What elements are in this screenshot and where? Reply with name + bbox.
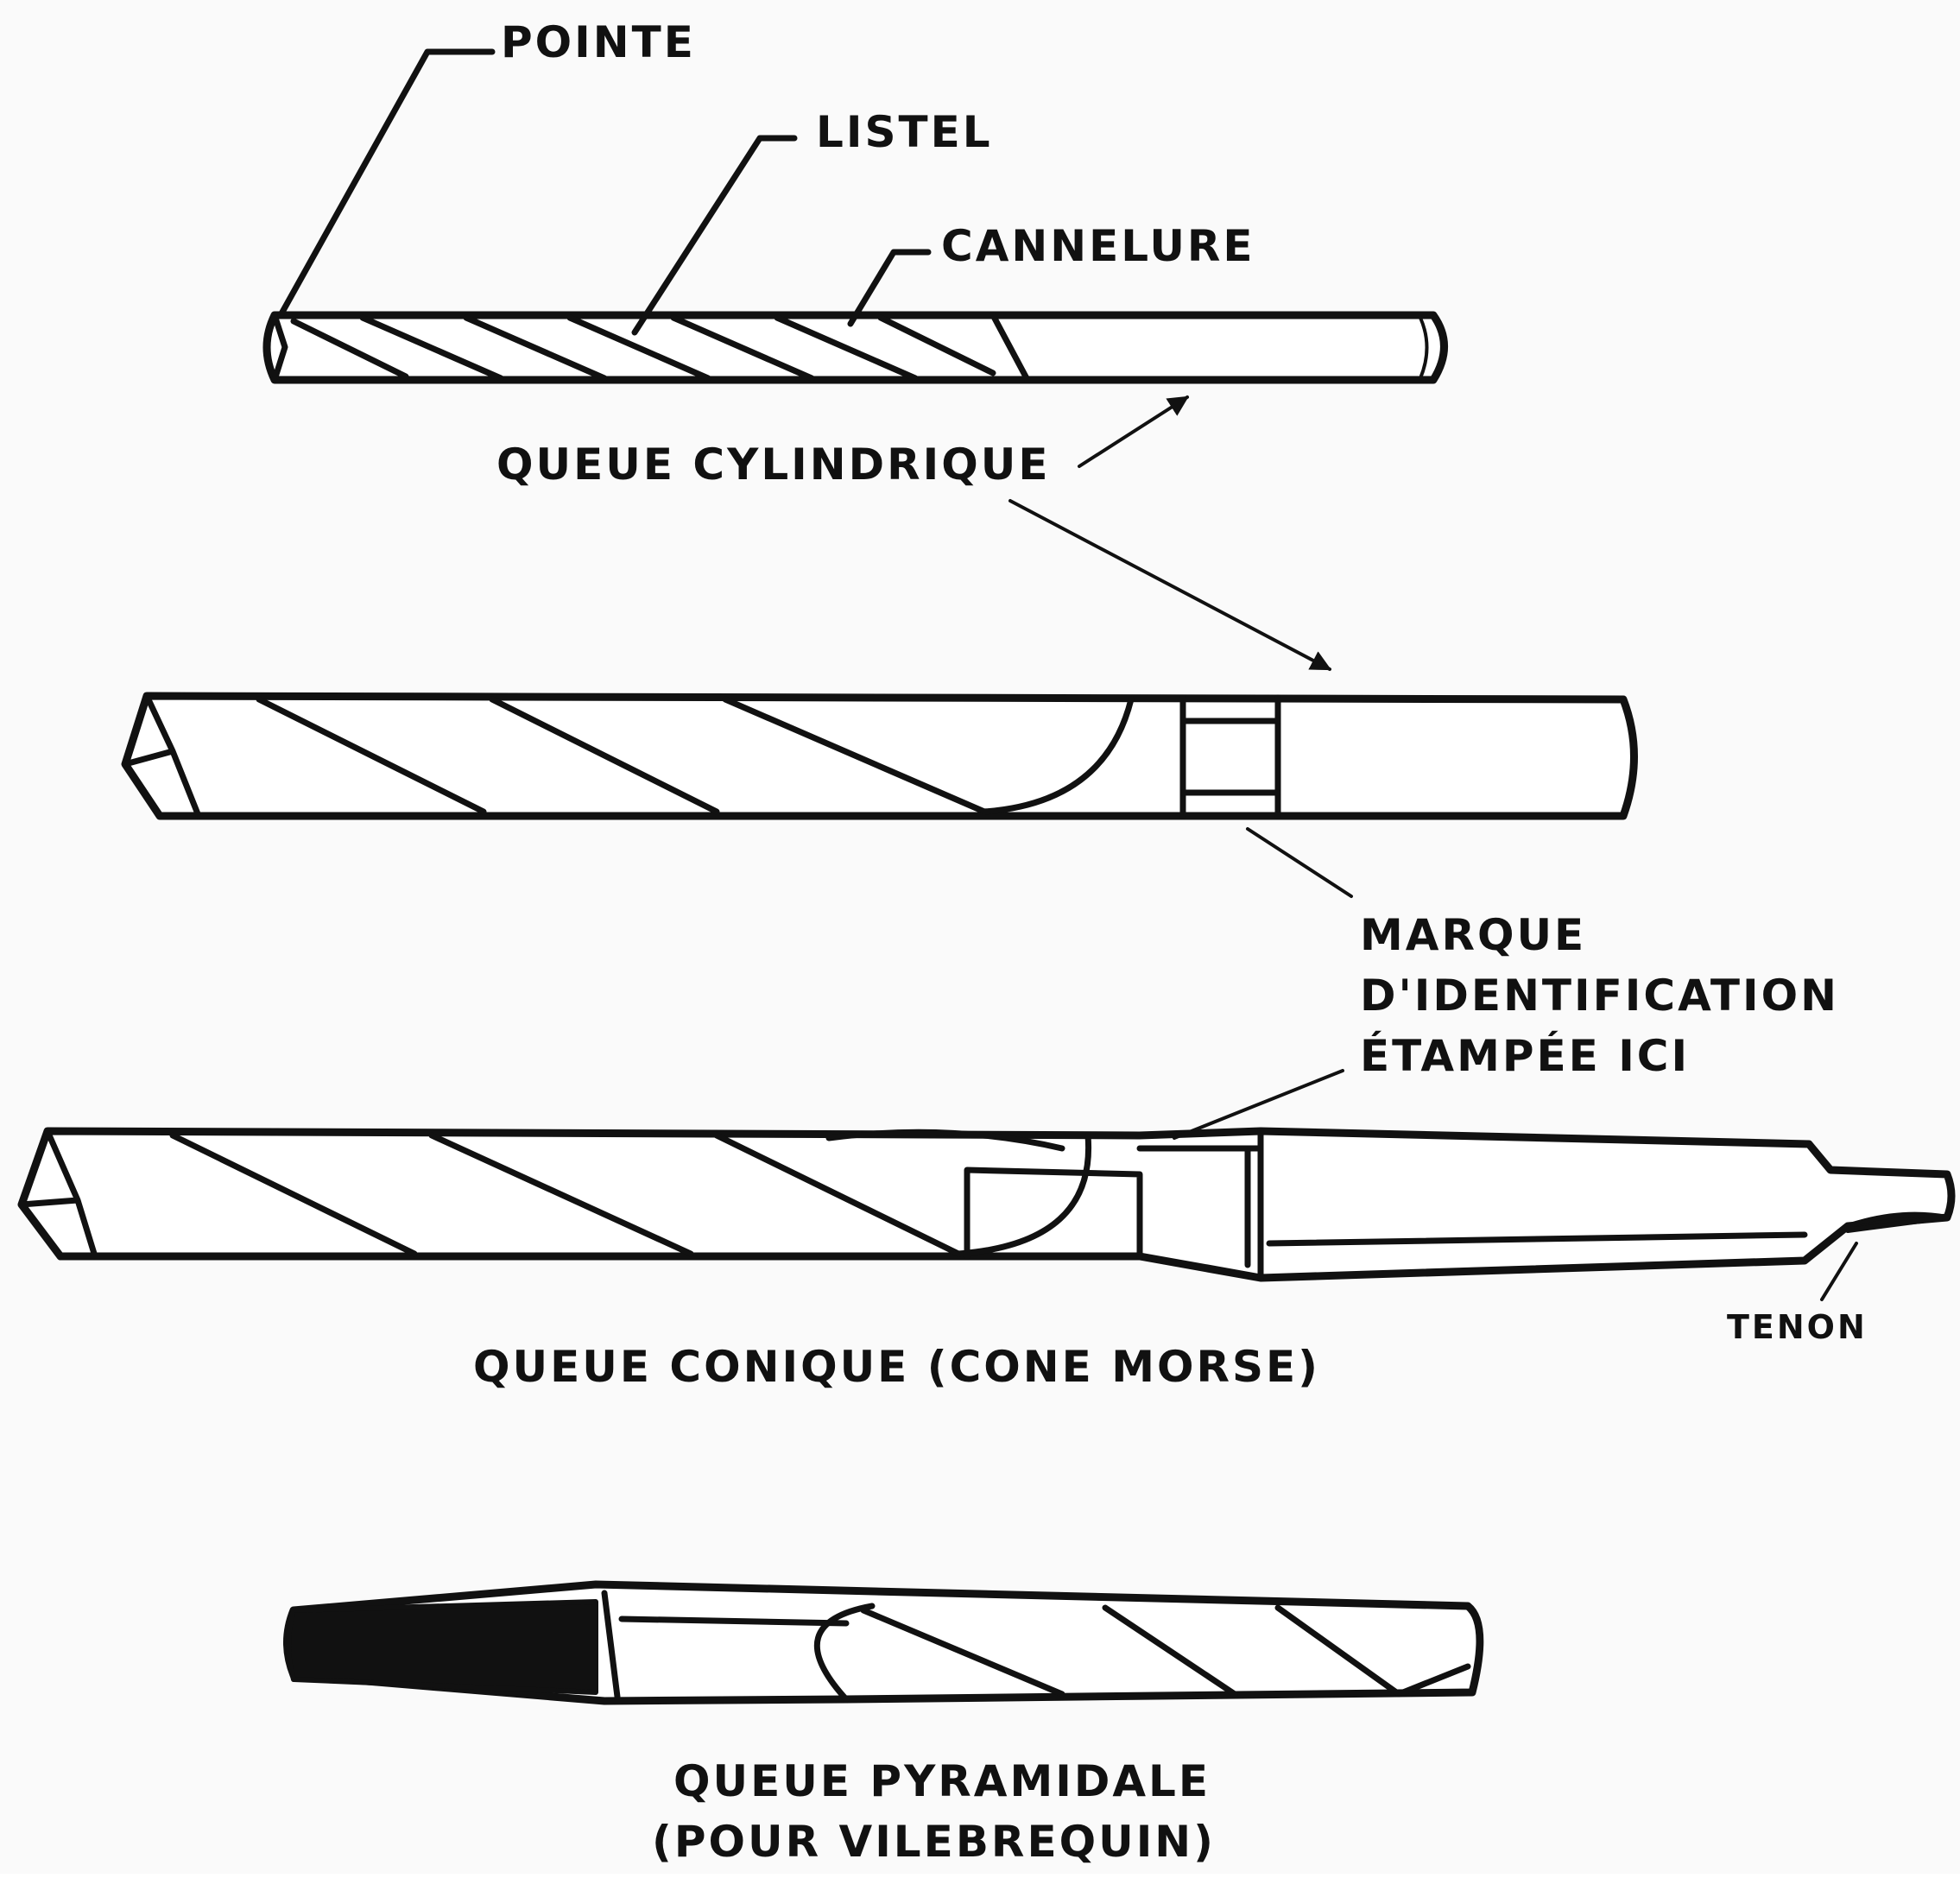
bit3-tang bbox=[1845, 1211, 1950, 1233]
arrow-to-shank-1 bbox=[1078, 395, 1190, 468]
bit4-square-tang bbox=[286, 1599, 598, 1695]
leader-cannelure bbox=[847, 249, 932, 327]
label-queue-pyramidale-line2: (POUR VILEBREQUIN) bbox=[652, 1817, 1216, 1867]
label-marque-line1: MARQUE bbox=[1360, 910, 1586, 960]
bit-morse-taper-shank bbox=[17, 1127, 1956, 1282]
bit3-taper-lines bbox=[1257, 1128, 1808, 1281]
bit3-neck bbox=[964, 1167, 1143, 1260]
label-pointe: POINTE bbox=[501, 17, 696, 67]
bit2-neck bbox=[1179, 694, 1281, 819]
bit1-tip-facet bbox=[271, 312, 288, 383]
arrow-to-shank-2 bbox=[1008, 499, 1332, 671]
bit-straight-shank-small bbox=[262, 311, 1448, 384]
bit3-tip-facet bbox=[18, 1128, 98, 1260]
label-queue-cylindrique: QUEUE CYLINDRIQUE bbox=[496, 439, 1051, 490]
bit-straight-shank-large bbox=[121, 692, 1638, 820]
bit3-collar bbox=[1136, 1145, 1264, 1268]
leader-listel bbox=[631, 135, 798, 336]
bit4-flute-stripes bbox=[813, 1603, 1471, 1703]
leader-tenon bbox=[1820, 1242, 1858, 1301]
leader-lines bbox=[277, 48, 1858, 1301]
leader-marque-bottom bbox=[1173, 1069, 1344, 1140]
bit2-tip-facet bbox=[122, 692, 202, 819]
label-queue-conique: QUEUE CONIQUE (CONE MORSE) bbox=[473, 1342, 1320, 1392]
label-marque-line3: ÉTAMPÉE ICI bbox=[1360, 1030, 1690, 1081]
bit1-flute-edge bbox=[989, 312, 1031, 383]
labels: POINTE LISTEL CANNELURE QUEUE CYLINDRIQU… bbox=[473, 17, 1868, 1867]
label-cannelure: CANNELURE bbox=[941, 221, 1255, 271]
bit1-outline bbox=[262, 311, 1448, 384]
bit1-flute-stripes bbox=[290, 314, 996, 382]
label-tenon: TENON bbox=[1727, 1308, 1868, 1346]
bit1-shank-end bbox=[1419, 316, 1429, 380]
bit3-flute-stripes bbox=[169, 1129, 1092, 1257]
bit2-neck-groove bbox=[1179, 718, 1281, 796]
leader-marque-top bbox=[1246, 827, 1353, 898]
label-queue-pyramidale-line1: QUEUE PYRAMIDALE bbox=[673, 1756, 1211, 1806]
label-marque-line2: D'IDENTIFICATION bbox=[1360, 971, 1839, 1021]
bit2-outline bbox=[121, 692, 1638, 820]
bit2-flute-stripes bbox=[256, 696, 1135, 815]
leader-pointe bbox=[277, 48, 496, 319]
label-listel: LISTEL bbox=[816, 107, 993, 157]
bit-pyramidal-shank bbox=[283, 1580, 1484, 1705]
bit4-shank-shoulder bbox=[601, 1590, 850, 1700]
